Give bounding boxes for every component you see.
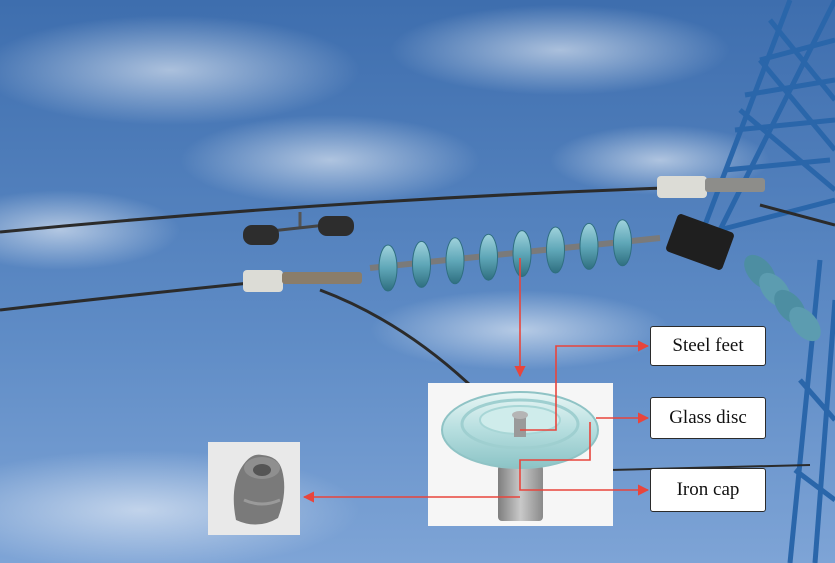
label-glass-disc-text: Glass disc — [669, 407, 747, 428]
tower-insulator-string — [744, 254, 821, 342]
insulator-disc — [412, 240, 431, 288]
annotation-arrows — [302, 258, 650, 503]
iron-cap-shape — [498, 465, 543, 521]
insulator-disc — [378, 244, 398, 292]
arrow-steel-feet — [520, 340, 650, 431]
power-lines — [0, 186, 835, 471]
insulator-disc — [445, 237, 465, 285]
insulator-disc — [613, 219, 632, 267]
label-steel-feet: Steel feet — [650, 326, 766, 366]
steel-feet-shape — [514, 415, 526, 437]
insulator-disc — [512, 230, 532, 278]
cap-photo — [208, 442, 300, 535]
label-glass-disc: Glass disc — [650, 397, 766, 439]
label-iron-cap-text: Iron cap — [676, 479, 740, 500]
insulator-string — [369, 219, 661, 292]
arrow-iron-cap-to-label — [519, 422, 650, 496]
insulator-disc — [546, 226, 565, 274]
label-iron-cap: Iron cap — [650, 468, 766, 512]
insulator-photo — [428, 383, 613, 526]
vibration-damper — [243, 212, 354, 245]
clamps — [243, 176, 765, 292]
label-steel-feet-text: Steel feet — [672, 335, 744, 356]
insulator-disc — [479, 233, 498, 281]
insulator-disc — [579, 222, 599, 270]
